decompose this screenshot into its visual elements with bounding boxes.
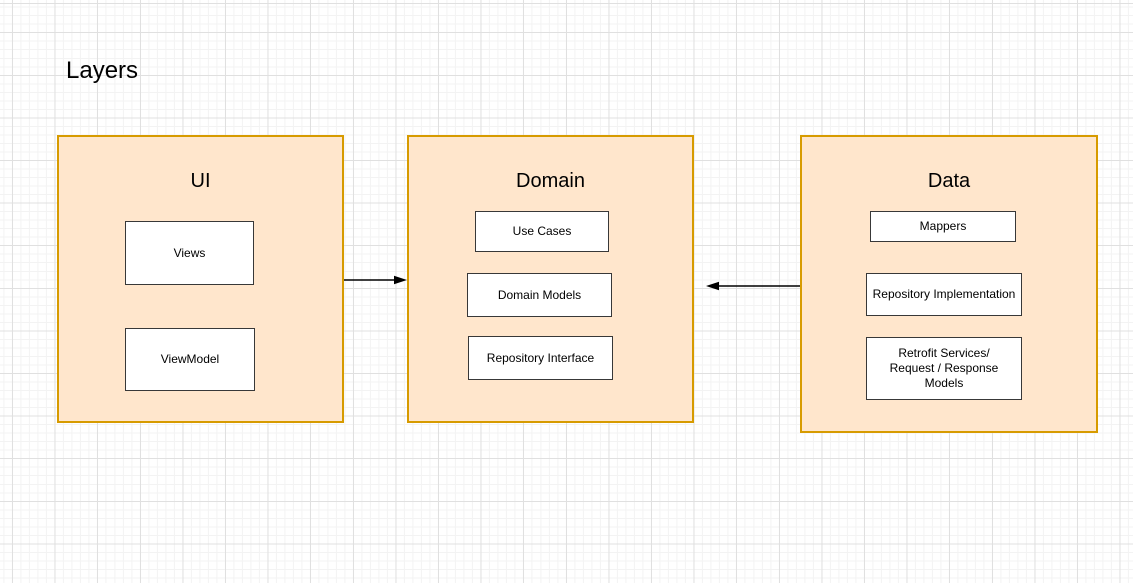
node-label: Repository Implementation — [872, 287, 1016, 301]
node-viewmodel[interactable]: ViewModel — [125, 328, 255, 391]
layer-box-data[interactable]: Data Mappers Repository Implementation R… — [800, 135, 1098, 433]
node-label: Repository Interface — [486, 350, 595, 365]
arrowhead-left-icon — [706, 281, 719, 291]
node-domain-models[interactable]: Domain Models — [467, 273, 612, 317]
arrow-data-to-domain[interactable] — [706, 281, 800, 291]
node-mappers[interactable]: Mappers — [870, 211, 1016, 242]
layer-box-ui[interactable]: UI Views ViewModel — [57, 135, 344, 423]
diagram-title: Layers — [66, 57, 139, 84]
node-label: Domain Models — [497, 287, 582, 302]
layer-title-domain: Domain — [516, 170, 585, 192]
arrowhead-right-icon — [394, 275, 407, 285]
node-repository-implementation[interactable]: Repository Implementation — [866, 273, 1022, 316]
node-views[interactable]: Views — [125, 221, 254, 285]
node-repository-interface[interactable]: Repository Interface — [468, 336, 613, 380]
node-label: Views — [173, 245, 206, 260]
layer-box-domain[interactable]: Domain Use Cases Domain Models Repositor… — [407, 135, 694, 423]
node-retrofit-services[interactable]: Retrofit Services/ Request / Response Mo… — [866, 337, 1022, 400]
layer-title-ui: UI — [190, 170, 211, 192]
arrow-ui-to-domain[interactable] — [344, 275, 407, 285]
node-label: ViewModel — [160, 352, 220, 366]
node-use-cases[interactable]: Use Cases — [475, 211, 609, 252]
node-label: Use Cases — [512, 224, 572, 238]
layer-title-data: Data — [927, 170, 971, 192]
node-label: Mappers — [919, 219, 967, 233]
node-label: Retrofit Services/ Request / Response Mo… — [889, 346, 999, 390]
